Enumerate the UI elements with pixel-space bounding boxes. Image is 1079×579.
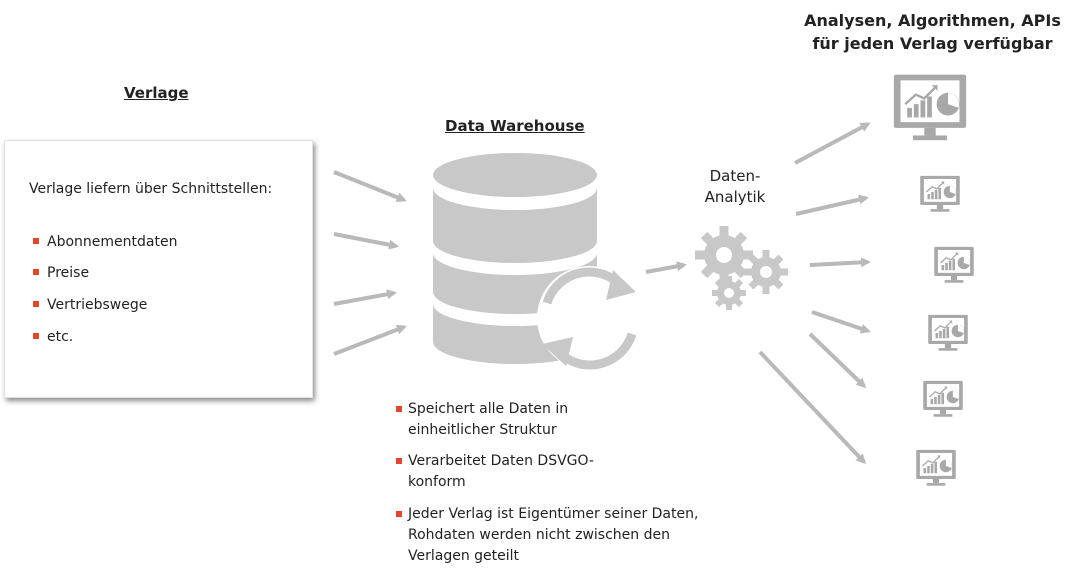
publisher-item: Abonnementdaten [32,234,178,250]
warehouse-point: Speichert alle Daten in einheitlicher St… [396,399,608,441]
publisher-item: etc. [32,329,74,345]
publisher-item: Vertriebswege [32,297,148,313]
input-arrows [333,170,407,356]
outputs-title: Analysen, Algorithmen, APIs für jeden Ve… [790,9,1075,55]
monitor-chart-icon [927,314,969,352]
outputs-title-line2: für jeden Verlag verfügbar [812,34,1053,53]
gears-icon [695,226,788,310]
output-arrows [758,122,871,465]
publishers-box [4,140,313,398]
monitor-chart-icon [915,449,957,487]
outputs-title-line1: Analysen, Algorithmen, APIs [804,11,1061,30]
analytics-label-line2: Analytik [704,188,766,206]
sync-icon [537,266,641,370]
publisher-item: Preise [32,265,90,281]
warehouse-point: Verarbeitet Daten DSVGO-konform [396,451,628,493]
monitor-chart-icon [922,380,964,418]
analytics-label: Daten- Analytik [690,166,780,208]
publishers-intro: Verlage liefern über Schnittstellen: [29,181,273,197]
warehouse-title: Data Warehouse [445,117,585,135]
warehouse-point: Jeder Verlag ist Eigentümer seiner Daten… [396,504,703,567]
analytics-label-line1: Daten- [709,167,761,185]
publishers-title: Verlage [124,84,189,102]
monitor-chart-icon [933,246,975,284]
analytics-arrow [645,261,687,274]
monitor-chart-icon [919,175,961,213]
monitor-chart-icon [892,73,968,142]
